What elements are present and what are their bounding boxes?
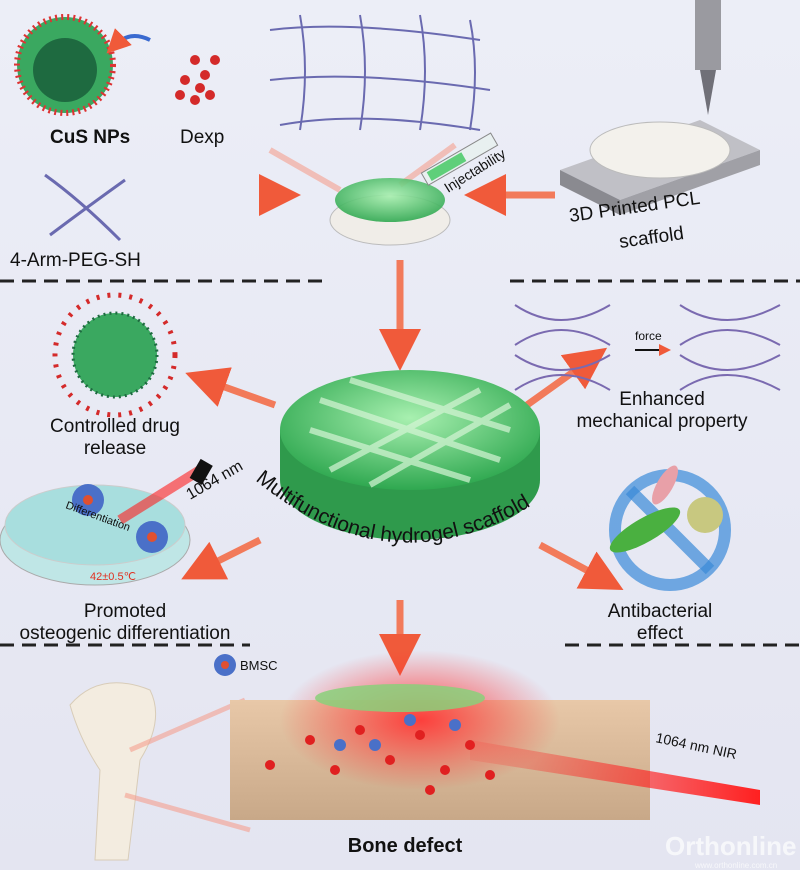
- mechanical-network-icon: [514, 304, 781, 391]
- nir-laser-beam: [470, 740, 760, 805]
- zoom-lines: [268, 142, 457, 193]
- cus-nanoparticle-icon: [14, 14, 116, 116]
- bone-defect-icon: [230, 650, 650, 820]
- injectable-hydrogel-scaffold-icon: [329, 178, 451, 246]
- label-osteo-line2: osteogenic differentiation: [20, 623, 231, 644]
- watermark: Orthonline www.orthonline.com.cn: [665, 831, 796, 870]
- bmsc-cell-icon: [214, 654, 236, 676]
- multifunctional-hydrogel-scaffold-icon: [280, 370, 540, 540]
- hydrogel-network-icon: [269, 14, 491, 131]
- label-force: force: [635, 329, 662, 343]
- syringe-icon: [420, 132, 499, 186]
- petri-dish-icon: [0, 484, 191, 586]
- peg-crosslinker-icon: [44, 173, 126, 242]
- zoom-lines: [124, 697, 251, 833]
- section-dividers: [0, 279, 800, 647]
- drug-release-nanoparticle-icon: [52, 292, 178, 418]
- watermark-url: www.orthonline.com.cn: [694, 861, 777, 870]
- label-peg: 4-Arm-PEG-SH: [10, 250, 141, 271]
- label-antibac-line1: Antibacterial: [608, 601, 713, 622]
- label-osteo-line1: Promoted: [84, 601, 166, 622]
- process-arrows: [181, 174, 624, 676]
- watermark-brand: Orthonline: [665, 831, 796, 861]
- loading-arrow: [106, 28, 151, 54]
- laser-pointer-icon: [189, 458, 213, 485]
- label-mech-line2: mechanical property: [576, 411, 748, 432]
- label-dexp: Dexp: [180, 127, 224, 148]
- femur-bone-icon: [69, 682, 157, 861]
- label-drug-line2: release: [84, 438, 146, 459]
- 3d-printer-icon: [560, 0, 760, 215]
- label-antibac-line2: effect: [637, 623, 684, 644]
- label-mech-line1: Enhanced: [619, 389, 705, 410]
- label-temperature: 42±0.5℃: [90, 571, 136, 583]
- antibacterial-icon: [609, 465, 731, 591]
- label-bmsc: BMSC: [240, 658, 278, 673]
- label-1064nm: 1064 nm: [184, 458, 246, 504]
- label-nir: 1064 nm NIR: [654, 729, 738, 762]
- label-pcl-line2: scaffold: [618, 223, 685, 253]
- laser-beam: [117, 465, 203, 525]
- label-bone-defect: Bone defect: [348, 835, 463, 857]
- dexp-drug-icon: [175, 55, 220, 105]
- label-cus-nps: CuS NPs: [50, 127, 130, 148]
- label-drug-line1: Controlled drug: [50, 416, 180, 437]
